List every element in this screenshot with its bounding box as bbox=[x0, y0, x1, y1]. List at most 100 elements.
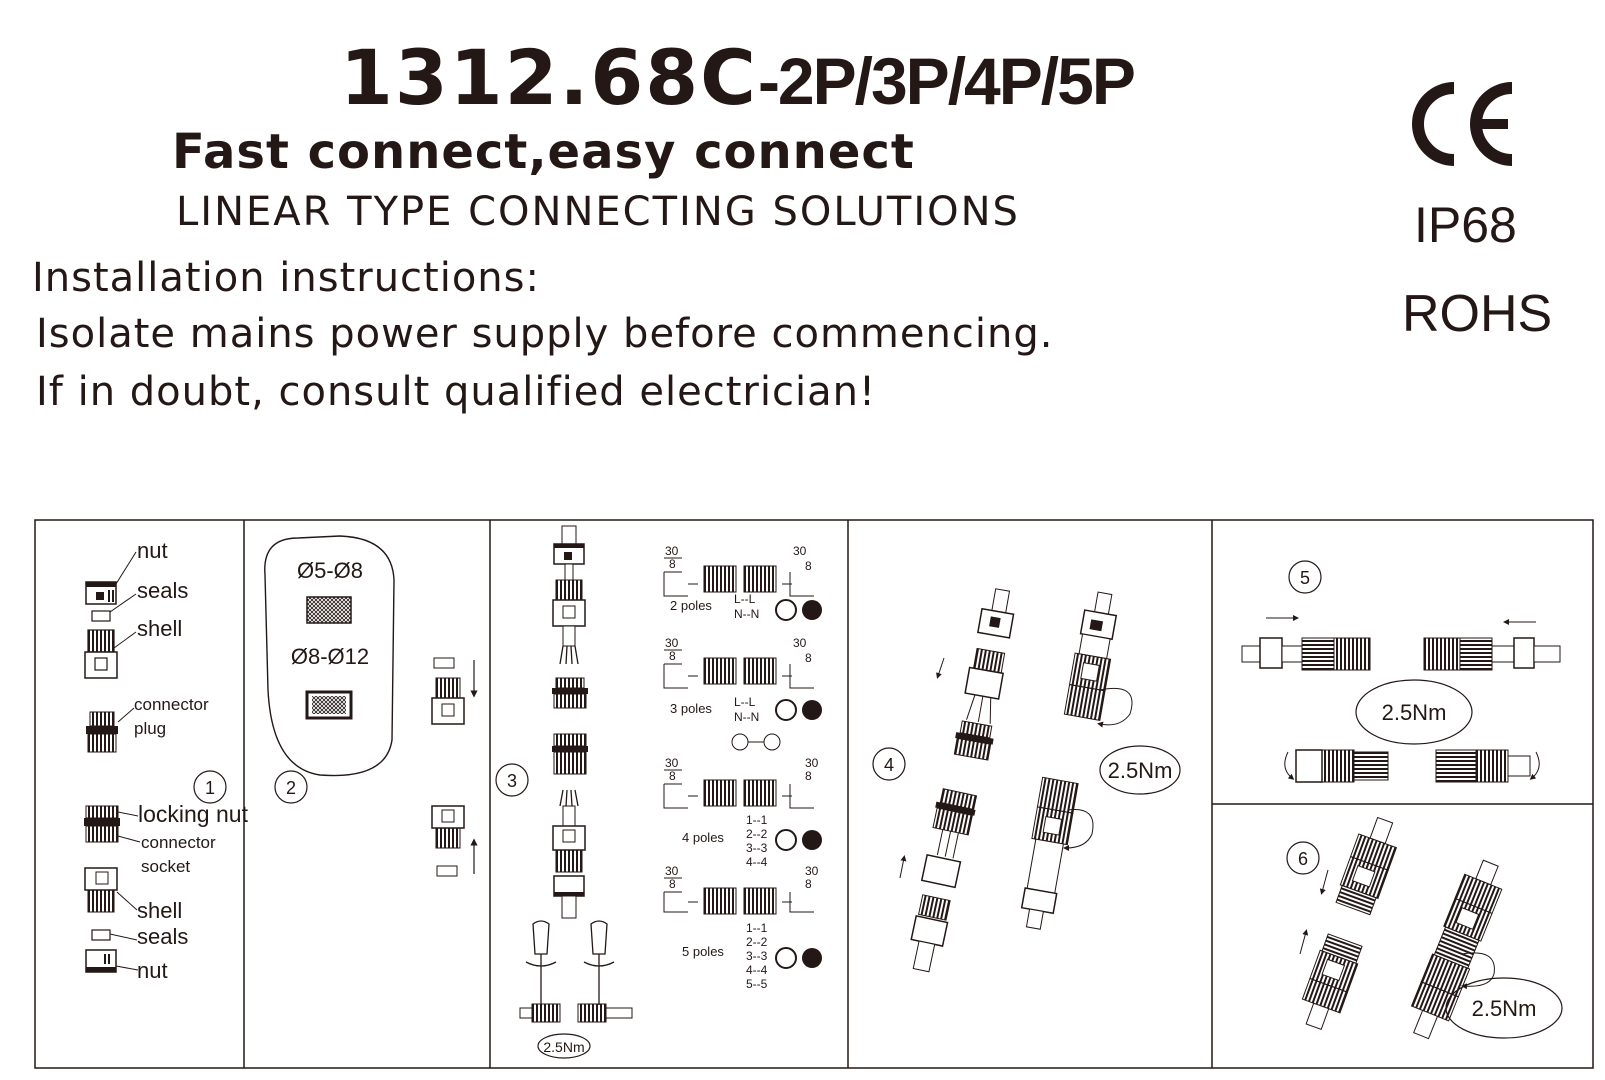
wiring-line: L--L bbox=[734, 592, 756, 606]
torque-oval-step-4 bbox=[1099, 745, 1181, 795]
torque-oval-step-3 bbox=[537, 1033, 591, 1059]
label-shell-bottom: shell bbox=[137, 898, 182, 923]
instructions-heading: Installation instructions: bbox=[32, 255, 540, 301]
label-nut-bottom: nut bbox=[137, 958, 168, 983]
seal-insert-top bbox=[433, 657, 455, 669]
pole-label: 2 poles bbox=[670, 598, 712, 613]
step-3-number: 3 bbox=[507, 771, 517, 791]
wiring-line: 1--1 bbox=[746, 921, 768, 935]
step-4-marker bbox=[872, 747, 906, 781]
rohs-mark: ROHS bbox=[1402, 285, 1553, 343]
wiring-line: 1--1 bbox=[746, 813, 768, 827]
screwdriver-icon bbox=[525, 920, 615, 1005]
arrow-up-icon bbox=[1299, 929, 1309, 955]
pole-row-5: 30 8 30 8 5 poles 1--1 2--2 3--3 4--4 5-… bbox=[663, 864, 822, 991]
wiring-line: 3--3 bbox=[746, 949, 768, 963]
label-connector: connector bbox=[134, 695, 209, 714]
wiring-line: N--N bbox=[734, 607, 759, 621]
terminal-blocks bbox=[519, 1003, 633, 1023]
shell-bottom-part bbox=[84, 867, 118, 913]
cable-size-large: Ø8-Ø12 bbox=[291, 644, 369, 669]
model-main: 1312.68C bbox=[340, 33, 758, 122]
pole-label: 5 poles bbox=[682, 944, 724, 959]
pole-row-3: 30 8 30 8 3 poles L--L N--N bbox=[663, 636, 822, 751]
rotate-arrow-icon bbox=[1461, 952, 1495, 990]
step-5-assembled-right bbox=[1435, 749, 1540, 783]
wiring-line: 2--2 bbox=[746, 935, 768, 949]
torque-step-6: 2.5Nm bbox=[1472, 996, 1537, 1021]
step-2-panel: Ø5-Ø8 Ø8-Ø12 2 bbox=[264, 535, 478, 877]
step-5-marker bbox=[1288, 560, 1322, 594]
rotate-arrow-icon bbox=[1097, 688, 1133, 728]
panel-frames bbox=[34, 519, 1594, 1069]
pole-row-4: 30 8 30 8 4 poles 1--1 2--2 3--3 4--4 bbox=[663, 756, 822, 869]
torque-oval-step-5 bbox=[1355, 679, 1473, 745]
shell-insert-top bbox=[431, 677, 465, 725]
step-4-number: 4 bbox=[884, 755, 894, 775]
nut-top-part bbox=[85, 581, 117, 605]
step-5-plug bbox=[1241, 637, 1371, 671]
torque-step-3: 2.5Nm bbox=[543, 1039, 584, 1055]
step-3-marker bbox=[495, 763, 529, 797]
label-locking-nut: locking nut bbox=[138, 801, 249, 827]
plug-assembly bbox=[552, 525, 588, 709]
step-2-number: 2 bbox=[286, 778, 296, 798]
subtitle: LINEAR TYPE CONNECTING SOLUTIONS bbox=[176, 189, 1020, 235]
step-2-marker bbox=[274, 770, 308, 804]
strip-length-short-r: 8 bbox=[805, 651, 812, 665]
seal-small-icon bbox=[306, 596, 352, 624]
step-4-plug-assembled bbox=[1063, 591, 1118, 721]
model-number: 1312.68C-2P/3P/4P/5P bbox=[340, 40, 1136, 118]
strip-length-short: 8 bbox=[669, 877, 676, 891]
strip-length-long: 30 bbox=[665, 864, 679, 878]
strip-length-long: 30 bbox=[665, 636, 679, 650]
strip-length-short: 8 bbox=[669, 557, 676, 571]
seal-insert-bottom bbox=[436, 865, 458, 877]
step-4-socket-assembled bbox=[1020, 776, 1079, 930]
strip-length-short: 8 bbox=[669, 769, 676, 783]
ground-icon bbox=[763, 733, 781, 751]
step-6-marker bbox=[1286, 841, 1320, 875]
socket-assembly bbox=[552, 733, 588, 919]
pole-label: 4 poles bbox=[682, 830, 724, 845]
pole-row-2: 30 8 30 8 2 poles L--L N--N bbox=[663, 544, 822, 621]
nut-bottom-part bbox=[85, 949, 117, 973]
step-1-number: 1 bbox=[205, 778, 215, 798]
step-1-marker bbox=[193, 770, 227, 804]
step-5-number: 5 bbox=[1300, 568, 1310, 588]
strip-length-short-r: 8 bbox=[805, 559, 812, 573]
shell-insert-bottom bbox=[431, 805, 465, 849]
shell-top-part bbox=[84, 629, 118, 679]
wiring-line: L--L bbox=[734, 695, 756, 709]
pole-label: 3 poles bbox=[670, 701, 712, 716]
step-6-assembled bbox=[1410, 859, 1503, 1040]
label-shell-top: shell bbox=[137, 616, 182, 641]
strip-length-long-r: 30 bbox=[793, 544, 807, 558]
label-seals-bottom: seals bbox=[137, 924, 188, 949]
strip-length-long-r: 30 bbox=[793, 636, 807, 650]
step-5-socket bbox=[1423, 637, 1561, 671]
torque-step-4: 2.5Nm bbox=[1108, 758, 1173, 783]
label-connector-2: connector bbox=[141, 833, 216, 852]
wiring-line: N--N bbox=[734, 710, 759, 724]
strip-length-long-r: 30 bbox=[805, 756, 819, 770]
step-5-panel: 5 2.5Nm bbox=[1241, 560, 1561, 783]
strip-length-short-r: 8 bbox=[805, 769, 812, 783]
strip-length-long: 30 bbox=[665, 544, 679, 558]
step-5-assembled-left bbox=[1284, 749, 1389, 783]
wiring-line: 2--2 bbox=[746, 827, 768, 841]
model-variants: -2P/3P/4P/5P bbox=[757, 44, 1136, 118]
torque-step-5: 2.5Nm bbox=[1382, 700, 1447, 725]
label-socket: socket bbox=[141, 857, 190, 876]
seal-bottom-part bbox=[91, 929, 111, 941]
step-6-socket bbox=[1301, 933, 1363, 1031]
step-4-plug-exploded bbox=[953, 588, 1015, 761]
ce-mark-icon bbox=[1412, 82, 1513, 166]
strip-length-short: 8 bbox=[669, 649, 676, 663]
step-1-leaders bbox=[109, 551, 141, 971]
wiring-line: 4--4 bbox=[746, 963, 768, 977]
step-6-plug bbox=[1335, 816, 1398, 916]
ground-icon bbox=[731, 733, 749, 751]
label-nut-top: nut bbox=[137, 538, 168, 563]
